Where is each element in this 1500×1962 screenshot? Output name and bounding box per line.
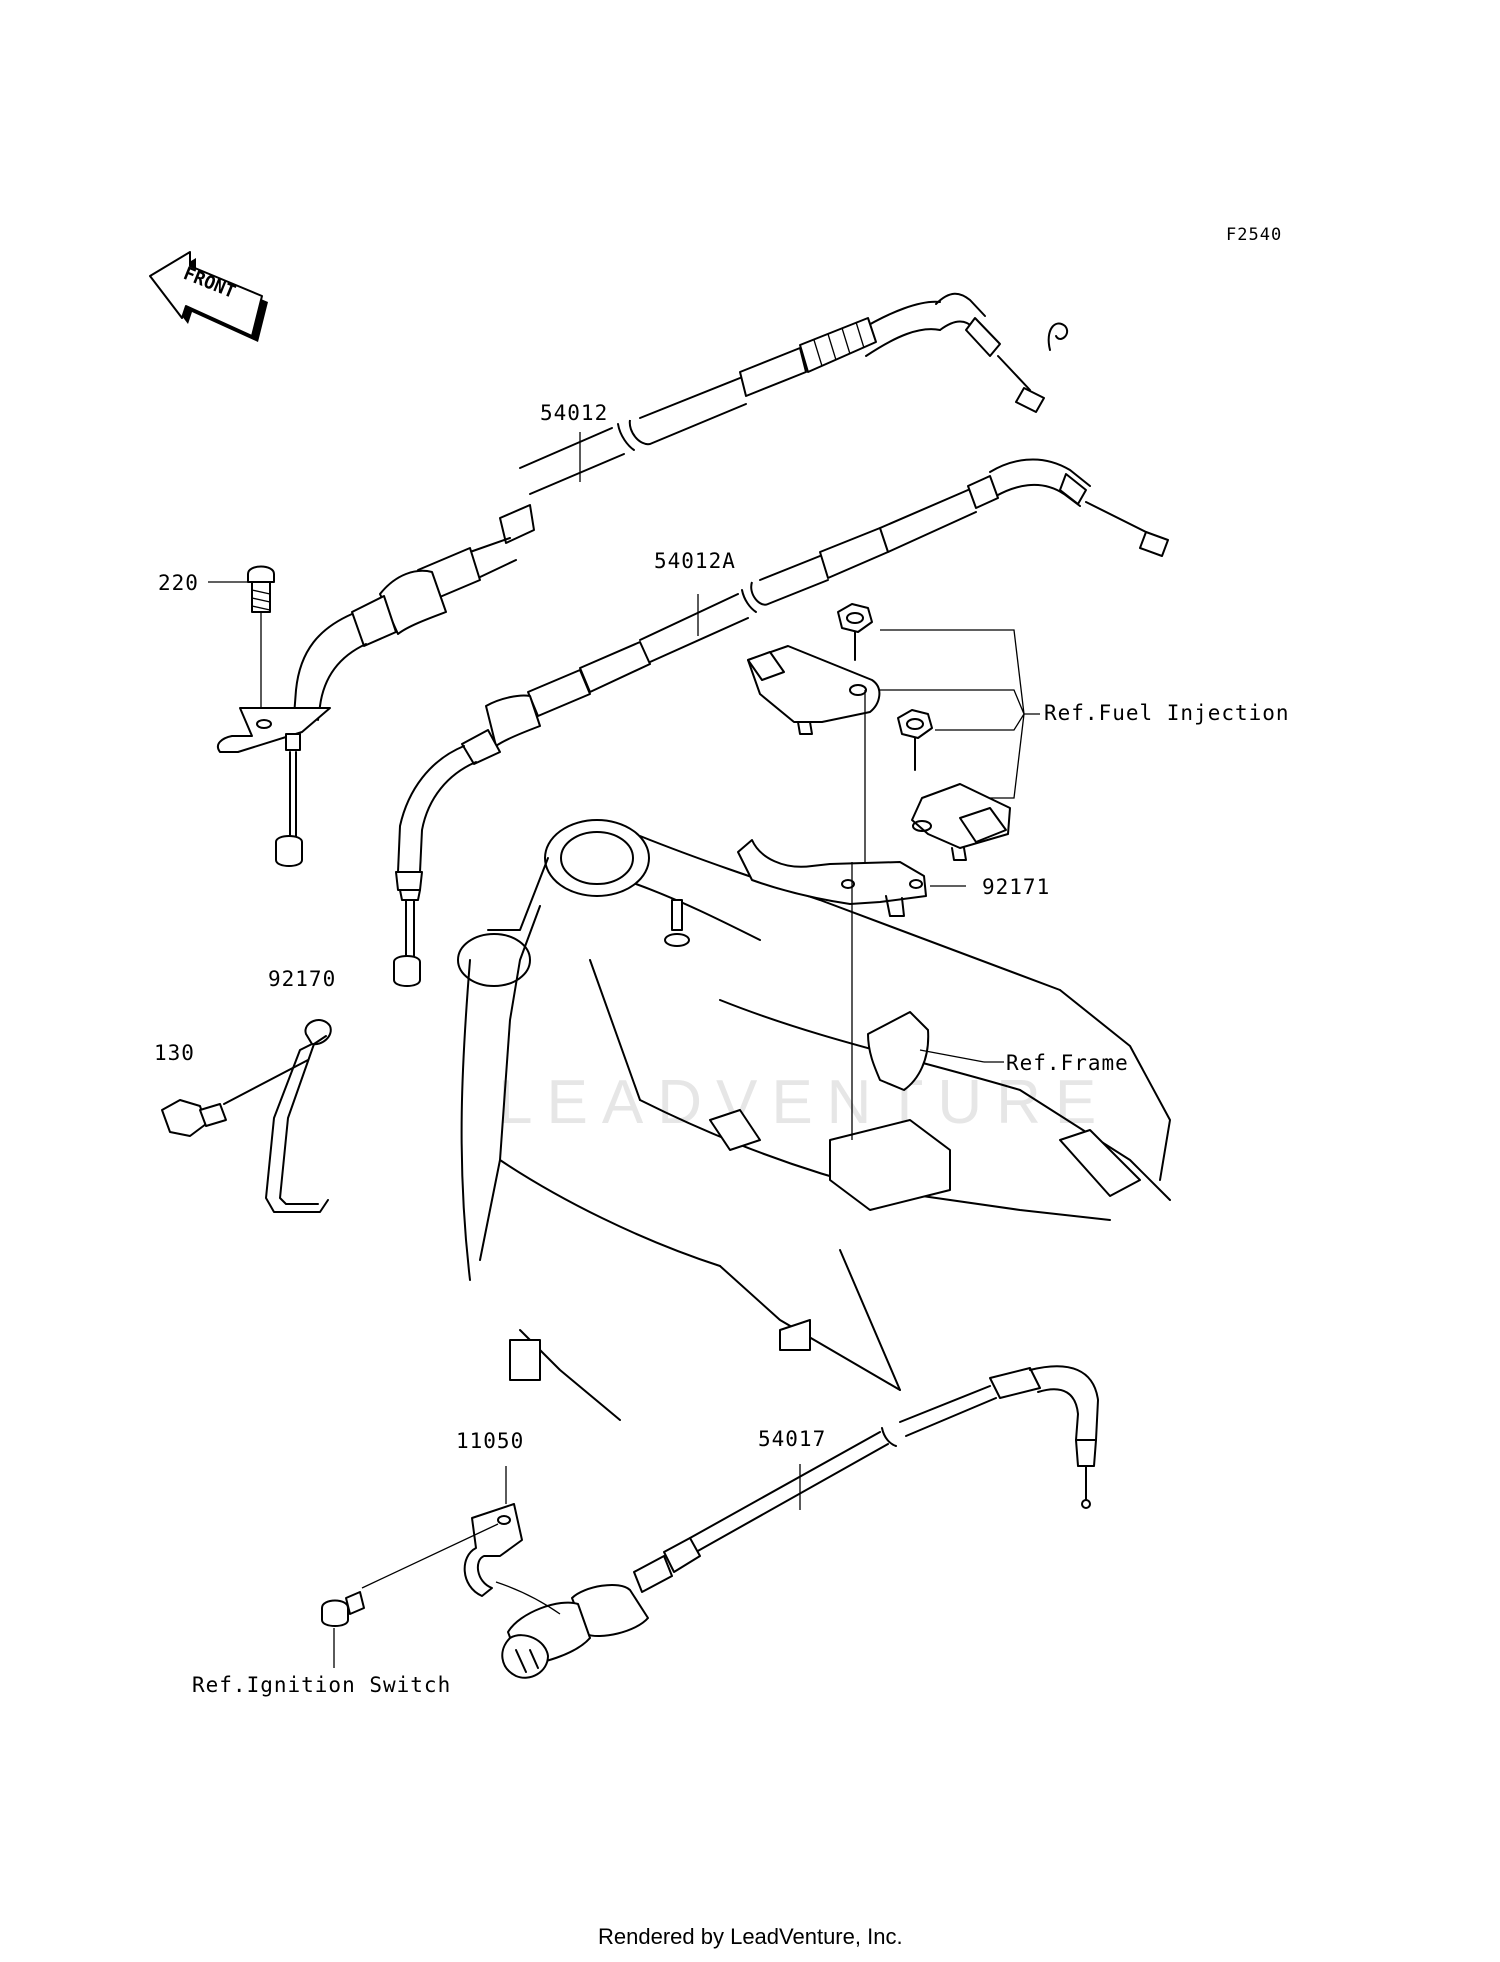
choke-cable-54017 [501, 1365, 1099, 1679]
bracket-92171 [737, 839, 927, 917]
part-label-54012: 54012 [540, 401, 608, 425]
watermark-text: LEADVENTURE [498, 1068, 1110, 1137]
ref-label-fuel-injection: Ref.Fuel Injection [1044, 701, 1290, 725]
bracket-92170 [223, 1019, 332, 1213]
front-arrow-icon: FRONT [149, 251, 268, 342]
fuel-injection-leaders [880, 629, 1040, 799]
part-label-92171: 92171 [982, 875, 1050, 899]
footer-credit: Rendered by LeadVenture, Inc. [598, 1924, 903, 1949]
throttle-cable-54012 [216, 292, 1069, 867]
part-label-220: 220 [158, 571, 199, 595]
diagram-code: F2540 [1226, 225, 1282, 245]
part-label-54017: 54017 [758, 1427, 826, 1451]
part-label-54012A: 54012A [654, 549, 736, 573]
bolt-130 [161, 1099, 227, 1137]
screw-ignition-switch [321, 1591, 365, 1668]
throttle-cable-54012A [393, 458, 1169, 987]
part-label-130: 130 [154, 1041, 195, 1065]
ref-label-frame: Ref.Frame [1006, 1051, 1129, 1075]
bolt-220 [247, 565, 275, 708]
bracket-11050 [361, 1503, 561, 1615]
leader-lines [208, 432, 1004, 1510]
fuel-injection-sensors [747, 603, 1011, 861]
frame-assembly [457, 819, 1171, 1421]
part-label-11050: 11050 [456, 1429, 524, 1453]
part-label-92170: 92170 [268, 967, 336, 991]
ref-label-ignition-switch: Ref.Ignition Switch [192, 1673, 451, 1697]
